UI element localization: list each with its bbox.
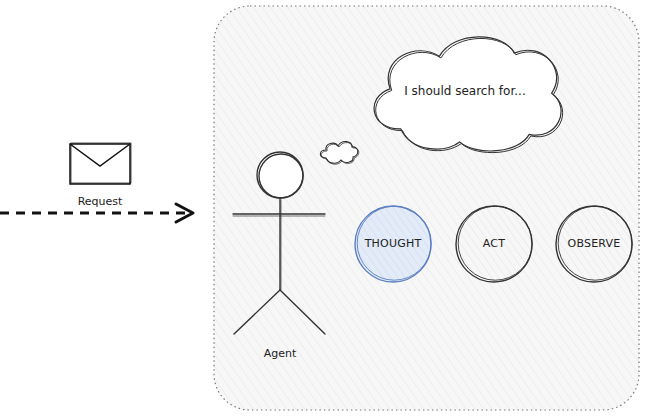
- small-thought-bubble: [320, 142, 358, 165]
- dashed-line: [0, 212, 188, 215]
- figure-outline: [228, 148, 332, 360]
- request-envelope: Request: [62, 140, 138, 208]
- step-circle: [456, 206, 532, 282]
- sketch-stroke: [71, 143, 131, 183]
- step-circle: [355, 206, 431, 282]
- act-circle: ACT: [454, 204, 534, 284]
- sketch-stroke: [357, 206, 431, 280]
- envelope-flap: [70, 144, 130, 166]
- agent-figure: Agent: [228, 148, 332, 360]
- agent-region-fill: [214, 6, 639, 410]
- figure-limb: [233, 213, 325, 214]
- step-label: THOUGHT: [365, 237, 422, 250]
- thought-circle: THOUGHT: [353, 204, 433, 284]
- agent-region: [214, 6, 639, 410]
- figure-limb: [281, 200, 282, 290]
- sketch-stroke: [458, 206, 532, 280]
- cloud-outline: [374, 37, 561, 151]
- thought-cloud: I should search for...: [358, 26, 572, 156]
- figure-head: [257, 152, 303, 198]
- sketch-stroke: [259, 154, 303, 198]
- figure-limb: [279, 198, 280, 290]
- thought-text: I should search for...: [404, 84, 525, 98]
- step-circle: [556, 206, 632, 282]
- caption-label: Agent: [264, 347, 297, 360]
- sketch-stroke: [558, 206, 632, 280]
- observe-circle: OBSERVE: [554, 204, 634, 284]
- stick-figure: [233, 152, 325, 334]
- arrow-head: [176, 204, 193, 222]
- figure-limb: [280, 290, 325, 334]
- sketch-stroke: [376, 38, 563, 152]
- envelope-body: [70, 144, 130, 184]
- caption-label: Request: [78, 195, 123, 208]
- step-label: OBSERVE: [568, 237, 621, 250]
- figure-limb: [234, 290, 280, 334]
- figure-limb: [233, 216, 325, 217]
- step-label: ACT: [483, 237, 505, 250]
